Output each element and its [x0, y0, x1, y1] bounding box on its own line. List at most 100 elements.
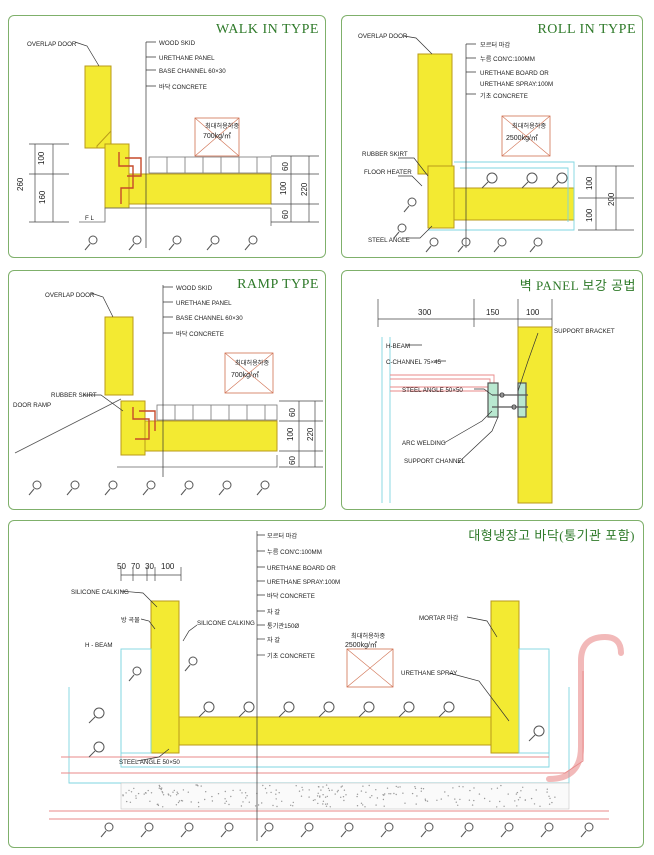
- gravel-dot: [551, 801, 553, 804]
- large-pipes: [88, 656, 545, 758]
- gravel-dot: [376, 797, 379, 799]
- roll-in-label-base-concrete: 기초 CONCRETE: [480, 92, 528, 100]
- gravel-dot: [337, 789, 339, 792]
- gravel-dot: [478, 793, 481, 795]
- large-label-silicone-left: SILICONE CALKING: [71, 589, 129, 596]
- gravel-dot: [182, 789, 185, 791]
- gravel-dot: [468, 799, 471, 801]
- walk-in-base-channel: [118, 152, 142, 204]
- gravel-dot: [230, 795, 232, 798]
- gravel-dot: [244, 792, 247, 794]
- wall-leaders: [406, 332, 539, 464]
- ramp-drawing: OVERLAP DOOR WOOD SKID URETHANE PANEL BA…: [13, 285, 323, 496]
- gravel-dot: [342, 796, 345, 798]
- ramp-leaders: [83, 285, 173, 477]
- large-label-urethane-spray-100: URETHANE SPRAY:100M: [267, 579, 340, 586]
- gravel-dot: [422, 788, 425, 790]
- gravel-dot: [404, 802, 406, 804]
- gravel-dot: [308, 789, 310, 791]
- gravel-dot: [290, 804, 292, 806]
- gravel-dot: [175, 804, 178, 806]
- gravel-dot: [204, 798, 206, 801]
- large-dim-a: 50: [117, 562, 126, 571]
- ramp-dim-c: 60: [288, 456, 297, 465]
- ramp-panel: RAMP TYPE: [8, 270, 326, 510]
- gravel-dot: [298, 790, 301, 792]
- walk-in-label-base-channel: BASE CHANNEL 60×30: [159, 68, 226, 75]
- gravel-dot: [325, 805, 328, 807]
- walk-in-dim-right-a: 60: [281, 162, 290, 171]
- gravel-dot: [314, 799, 316, 801]
- gravel-dot: [533, 803, 536, 805]
- roll-in-label-press-concrete: 누름 CON'C:100MM: [480, 56, 535, 63]
- gravel-dot: [245, 797, 247, 799]
- gravel-dot: [415, 803, 417, 805]
- walk-in-piles: [84, 235, 258, 251]
- gravel-dot: [383, 794, 385, 796]
- gravel-dot: [360, 790, 363, 792]
- large-hbeams: [120, 648, 550, 754]
- gravel-dot: [180, 799, 183, 802]
- roll-in-dim-a: 100: [585, 176, 594, 190]
- large-label-mortar-finish: 모르터 마감: [267, 532, 297, 540]
- roll-in-drawing: OVERLAP DOOR 모르터 마감 누름 CON'C:100MM URETH…: [358, 33, 634, 253]
- gravel-dot: [371, 795, 373, 797]
- gravel-dot: [520, 790, 522, 792]
- gravel-dot: [384, 793, 386, 795]
- gravel-dot: [158, 787, 160, 789]
- ramp-dim-total: 220: [306, 427, 315, 441]
- walk-in-label-floor-concrete: 바닥 CONCRETE: [159, 83, 207, 91]
- gravel-dot: [345, 794, 347, 796]
- gravel-dot: [269, 784, 271, 787]
- gravel-dot: [411, 792, 414, 795]
- gravel-dot: [455, 801, 457, 803]
- walk-in-dims-right: [271, 155, 319, 223]
- gravel-dot: [143, 793, 145, 795]
- gravel-dot: [175, 794, 178, 796]
- gravel-dot: [499, 800, 501, 803]
- gravel-dot: [368, 784, 370, 787]
- gravel-dot: [281, 800, 283, 802]
- gravel-dot: [147, 789, 149, 792]
- gravel-dot: [276, 805, 278, 808]
- large-label-gravel1: 자 갈: [267, 608, 280, 616]
- gravel-dot: [390, 793, 392, 795]
- walk-in-load-box: [194, 117, 240, 157]
- gravel-dot: [454, 798, 456, 800]
- walk-in-dim-left-bottom: 160: [38, 190, 47, 204]
- gravel-dot: [322, 803, 324, 805]
- large-dim-c: 30: [145, 562, 154, 571]
- gravel-dot: [459, 798, 461, 801]
- gravel-dot: [190, 801, 192, 803]
- gravel-dot: [444, 791, 446, 793]
- gravel-dot: [426, 800, 429, 802]
- large-label-steel-angle: STEEL ANGLE 50×50: [119, 759, 180, 766]
- walk-in-label-max-load: 최대허용하중: [205, 122, 239, 130]
- gravel-dot: [266, 792, 268, 794]
- gravel-dot: [308, 796, 310, 798]
- gravel-dot: [336, 791, 339, 793]
- gravel-dot: [424, 799, 427, 802]
- walk-in-sill: [104, 143, 130, 209]
- gravel-dot: [503, 805, 505, 807]
- gravel-dot: [356, 793, 359, 795]
- gravel-dot: [420, 787, 423, 790]
- gravel-dot: [327, 787, 330, 790]
- gravel-dot: [322, 800, 325, 802]
- wall-hbeam: [381, 337, 391, 503]
- roll-in-load-box: [501, 115, 551, 157]
- gravel-dot: [241, 792, 243, 794]
- ramp-label-base-channel: BASE CHANNEL 60×30: [176, 315, 243, 322]
- walk-in-label-fl: F L: [85, 215, 94, 222]
- gravel-dot: [195, 784, 197, 786]
- large-left-wall: [150, 600, 180, 754]
- gravel-dot: [197, 801, 200, 804]
- gravel-dot: [317, 792, 319, 794]
- ramp-door: [104, 316, 134, 396]
- gravel-dot: [128, 789, 130, 792]
- large-load-box: [346, 648, 394, 688]
- gravel-dot: [522, 786, 524, 788]
- gravel-dot: [211, 795, 213, 798]
- gravel-dot: [462, 786, 464, 788]
- wall-label-arc-welding: ARC WELDING: [402, 440, 446, 447]
